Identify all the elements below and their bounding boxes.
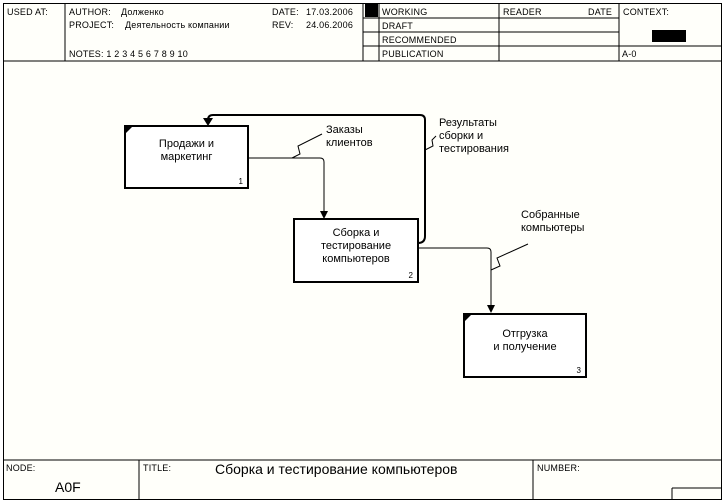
box-corner-mark (126, 127, 132, 133)
context-node-id: A-0 (622, 49, 637, 59)
number-label: NUMBER: (537, 463, 580, 473)
activity-number: 1 (238, 177, 243, 186)
arrow-label-results: Результаты сборки и тестирования (439, 117, 509, 155)
diagram-title: Сборка и тестирование компьютеров (215, 461, 458, 477)
reader-date-label: DATE (588, 7, 613, 17)
status-draft: DRAFT (382, 21, 413, 31)
date-value: 17.03.2006 (306, 7, 354, 17)
activity-label: Отгрузка и получение (493, 328, 557, 353)
rev-label: REV: (272, 20, 294, 30)
node-label: NODE: (6, 463, 36, 473)
status-publication: PUBLICATION (382, 49, 444, 59)
node-value: A0F (55, 479, 81, 495)
box-corner-mark (465, 315, 471, 321)
project-value: Деятельность компании (125, 20, 230, 30)
rev-value: 24.06.2006 (306, 20, 354, 30)
arrow-label-assembled: Собранные компьютеры (521, 209, 585, 234)
author-value: Долженко (121, 7, 164, 17)
arrow-label-orders: Заказы клиентов (326, 124, 373, 149)
reader-label: READER (503, 7, 542, 17)
activity-label: Сборка и тестирование компьютеров (320, 227, 392, 265)
activity-number: 3 (576, 366, 581, 375)
activity-box-sales[interactable]: Продажи и маркетинг 1 (124, 125, 249, 189)
status-working: WORKING (382, 7, 428, 17)
activity-box-shipping[interactable]: Отгрузка и получение 3 (463, 313, 587, 378)
status-recommended: RECOMMENDED (382, 35, 457, 45)
project-label: PROJECT: (69, 20, 115, 30)
activity-label: Продажи и маркетинг (158, 138, 215, 163)
activity-box-assembly[interactable]: Сборка и тестирование компьютеров 2 (293, 218, 419, 283)
activity-number: 2 (408, 271, 413, 280)
date-label: DATE: (272, 7, 299, 17)
used-at-label: USED AT: (7, 7, 48, 17)
author-label: AUTHOR: (69, 7, 111, 17)
context-label: CONTEXT: (623, 7, 670, 17)
title-label: TITLE: (143, 463, 172, 473)
notes-label: NOTES: 1 2 3 4 5 6 7 8 9 10 (69, 49, 188, 59)
